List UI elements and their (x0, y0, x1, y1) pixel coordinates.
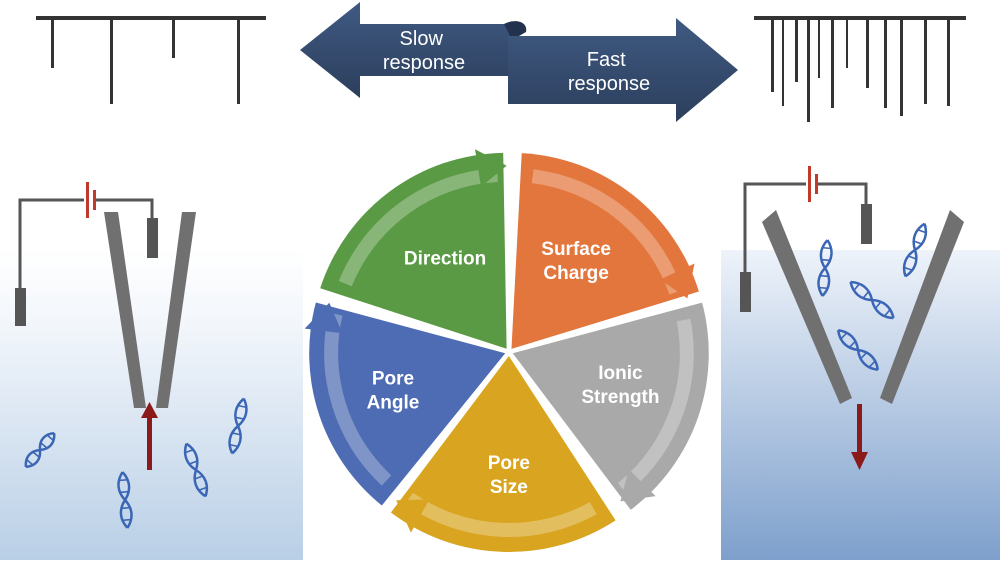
wheel-arrow-band (405, 492, 597, 537)
wheel-segment-ionic-strength (512, 302, 709, 510)
fast-response-arrow (508, 18, 738, 122)
dna-icon (902, 222, 928, 278)
wheel-label-direction: Direction (404, 249, 486, 270)
slow-current-trace (36, 16, 266, 104)
wheel-segment-pore-angle (309, 302, 506, 506)
wheel-segment-pore-size (390, 355, 616, 552)
wheel-arrowhead-icon (620, 469, 656, 502)
left-flow-arrow-up-icon (141, 402, 158, 470)
right-electrode-outer (740, 272, 751, 312)
left-battery-icon (84, 182, 96, 218)
dna-icon (817, 239, 833, 297)
left-nanopore-panel (0, 182, 303, 560)
dna-icon (849, 280, 895, 320)
wheel-arrow-band (338, 168, 498, 287)
wheel-arrowhead-icon (475, 149, 507, 187)
right-pipette-wall-right (880, 210, 964, 404)
left-electrode-outer (15, 288, 26, 326)
wheel-arrowhead-icon (304, 302, 343, 334)
slow-response-arrow (300, 2, 512, 98)
wheel-segment-surface-charge (511, 153, 699, 349)
wheel-arrow-band (324, 312, 392, 486)
dna-icon (183, 442, 209, 498)
left-electrolyte-bath (0, 248, 303, 560)
right-battery-icon (806, 166, 818, 202)
right-circuit-wire (743, 182, 868, 278)
dna-icon (836, 328, 880, 372)
dna-icon (228, 397, 248, 455)
left-electrode-inner (147, 218, 158, 258)
arrow-fold (504, 21, 527, 40)
slow-response-label: Slow response (383, 28, 465, 74)
wheel-arrow-band (617, 318, 694, 494)
response-arrow: Slow response Fast response (300, 2, 738, 122)
fast-current-trace (754, 16, 966, 122)
right-electrode-inner (861, 204, 872, 244)
wheel-arrow-band (531, 169, 683, 295)
wheel-arrowhead-icon (396, 499, 430, 533)
right-flow-arrow-down-icon (851, 404, 868, 470)
wheel-segment-direction (320, 152, 507, 349)
left-pipette-wall-right (156, 212, 196, 408)
right-pipette-wall-left (762, 210, 852, 404)
dna-icon (24, 431, 56, 469)
left-pipette-wall-left (104, 212, 146, 408)
right-nanopore-panel (721, 166, 1000, 560)
wheel-arrowhead-icon (660, 263, 695, 299)
fast-response-label: Fast response (568, 49, 650, 95)
dna-icon (117, 471, 133, 529)
